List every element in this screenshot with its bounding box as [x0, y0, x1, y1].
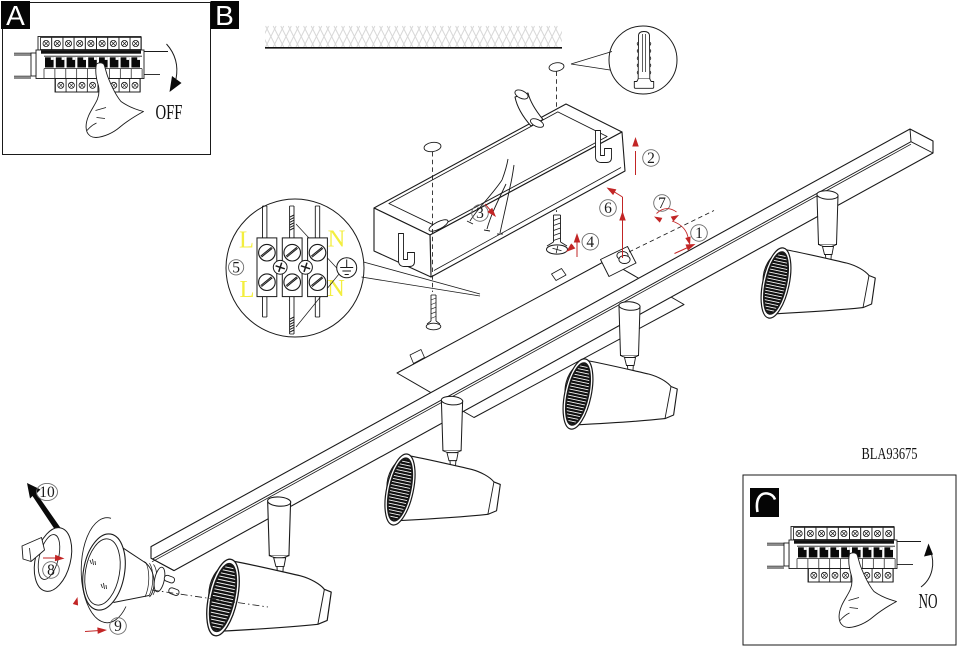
- svg-text:4: 4: [586, 234, 594, 251]
- svg-text:2: 2: [647, 150, 655, 167]
- svg-text:NO: NO: [919, 589, 938, 613]
- svg-text:1: 1: [695, 225, 703, 242]
- svg-text:L: L: [240, 276, 255, 303]
- svg-text:10: 10: [39, 484, 55, 501]
- svg-text:5: 5: [232, 260, 240, 277]
- svg-text:6: 6: [604, 200, 612, 217]
- svg-text:A: A: [6, 0, 25, 31]
- svg-text:N: N: [328, 226, 346, 253]
- svg-text:L: L: [239, 227, 254, 254]
- svg-text:8: 8: [47, 562, 55, 579]
- svg-text:B: B: [215, 0, 234, 31]
- svg-text:9: 9: [114, 618, 122, 635]
- svg-text:3: 3: [476, 205, 484, 222]
- svg-text:7: 7: [658, 195, 666, 212]
- svg-text:OFF: OFF: [156, 100, 183, 124]
- svg-text:BLA93675: BLA93675: [862, 444, 918, 463]
- svg-text:N: N: [327, 275, 345, 302]
